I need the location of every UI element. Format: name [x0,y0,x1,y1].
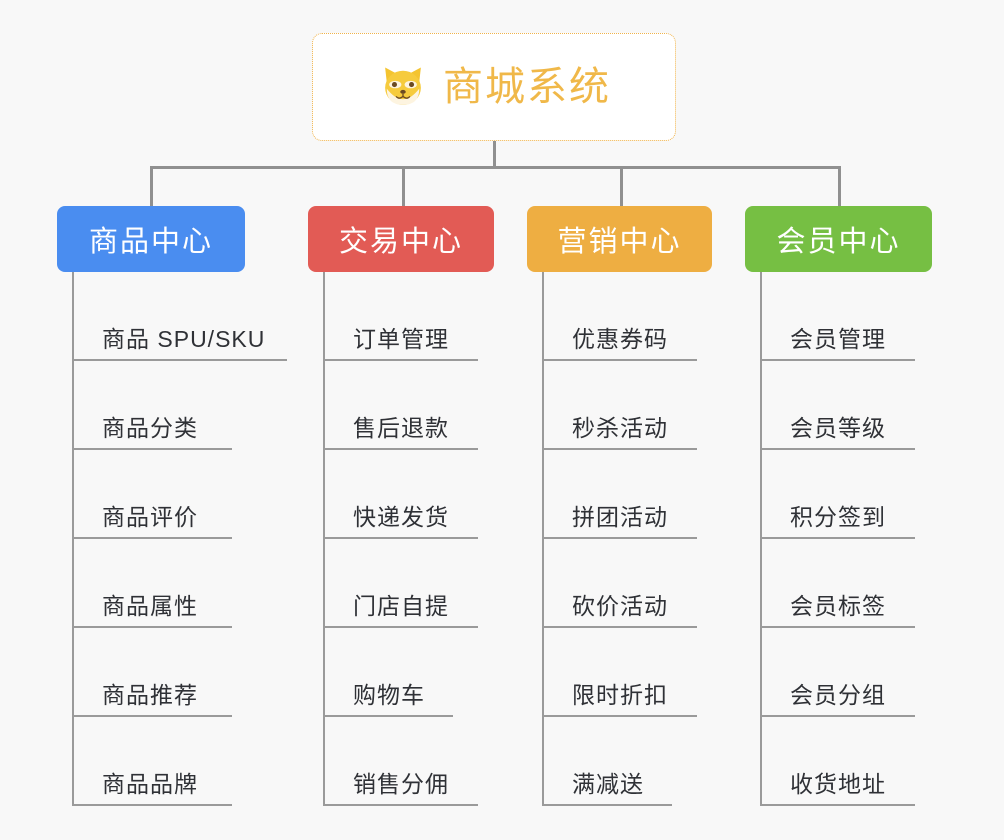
leaf-item-label: 会员标签 [790,593,886,619]
leaf-item[interactable]: 会员分组 [760,628,932,717]
leaf-item[interactable]: 订单管理 [323,272,494,361]
leaf-underline [542,448,697,450]
leaf-list: 会员管理会员等级积分签到会员标签会员分组收货地址 [760,272,932,806]
leaf-item-label: 商品品牌 [102,771,198,797]
leaf-underline [72,715,232,717]
leaf-item[interactable]: 商品评价 [72,450,245,539]
leaf-item-label: 会员等级 [790,415,886,441]
leaf-underline [323,448,478,450]
leaf-underline [72,804,232,806]
leaf-underline [323,359,478,361]
leaf-underline [760,448,915,450]
connector-root-stem [493,141,496,168]
leaf-underline [760,537,915,539]
leaf-underline [323,715,453,717]
leaf-item-label: 商品评价 [102,504,198,530]
connector-drop-3 [620,166,623,206]
leaf-item-label: 商品 SPU/SKU [102,326,266,352]
leaf-list: 商品 SPU/SKU 商品分类商品评价商品属性商品推荐商品品牌 [72,272,287,806]
leaf-item[interactable]: 购物车 [323,628,494,717]
root-title: 商城系统 [443,65,611,109]
branch-column: 商品中心商品 SPU/SKU 商品分类商品评价商品属性商品推荐商品品牌 [57,206,287,806]
leaf-item-label: 会员管理 [790,326,886,352]
leaf-underline [542,359,697,361]
leaf-item-label: 快递发货 [353,504,449,530]
leaf-item[interactable]: 快递发货 [323,450,494,539]
leaf-item[interactable]: 商品属性 [72,539,245,628]
leaf-underline [760,626,915,628]
leaf-item[interactable]: 商品分类 [72,361,245,450]
leaf-trunk-line [760,272,762,806]
leaf-underline [760,715,915,717]
branch-column: 会员中心会员管理会员等级积分签到会员标签会员分组收货地址 [745,206,932,806]
leaf-underline [323,537,478,539]
leaf-list: 优惠券码秒杀活动拼团活动砍价活动限时折扣满减送 [542,272,712,806]
leaf-item[interactable]: 售后退款 [323,361,494,450]
leaf-item[interactable]: 门店自提 [323,539,494,628]
leaf-item-label: 购物车 [353,682,425,708]
leaf-item-label: 商品分类 [102,415,198,441]
leaf-item[interactable]: 限时折扣 [542,628,712,717]
branch-header-1[interactable]: 商品中心 [57,206,245,272]
leaf-item[interactable]: 商品品牌 [72,717,245,806]
branch-column: 交易中心订单管理售后退款快递发货门店自提购物车销售分佣 [308,206,494,806]
leaf-item[interactable]: 拼团活动 [542,450,712,539]
branch-header-2[interactable]: 交易中心 [308,206,494,272]
connector-drop-2 [402,166,405,206]
leaf-underline [72,359,287,361]
leaf-item[interactable]: 会员管理 [760,272,932,361]
leaf-underline [72,537,232,539]
shiba-dog-face-icon [385,67,421,107]
leaf-item-label: 秒杀活动 [572,415,668,441]
leaf-item[interactable]: 秒杀活动 [542,361,712,450]
leaf-item-label: 商品推荐 [102,682,198,708]
leaf-list: 订单管理售后退款快递发货门店自提购物车销售分佣 [323,272,494,806]
leaf-underline [542,804,672,806]
root-node[interactable]: 商城系统 [312,33,676,141]
leaf-item[interactable]: 销售分佣 [323,717,494,806]
leaf-item-label: 订单管理 [353,326,449,352]
leaf-underline [542,626,697,628]
leaf-underline [323,804,478,806]
leaf-item-label: 限时折扣 [572,682,668,708]
leaf-item[interactable]: 满减送 [542,717,712,806]
leaf-underline [542,715,697,717]
leaf-item-label: 砍价活动 [572,593,668,619]
leaf-item-label: 销售分佣 [353,771,449,797]
leaf-underline [760,804,915,806]
leaf-item-label: 满减送 [572,771,644,797]
leaf-item-label: 售后退款 [353,415,449,441]
leaf-underline [323,626,478,628]
leaf-trunk-line [542,272,544,806]
leaf-underline [72,626,232,628]
leaf-item[interactable]: 商品 SPU/SKU [72,272,287,361]
branch-header-3[interactable]: 营销中心 [527,206,712,272]
leaf-item-label: 优惠券码 [572,326,668,352]
leaf-item-label: 商品属性 [102,593,198,619]
leaf-item-label: 门店自提 [353,593,449,619]
leaf-item[interactable]: 砍价活动 [542,539,712,628]
connector-drop-4 [838,166,841,206]
leaf-underline [72,448,232,450]
leaf-item-label: 拼团活动 [572,504,668,530]
connector-drop-1 [150,166,153,206]
leaf-item-label: 积分签到 [790,504,886,530]
leaf-underline [760,359,915,361]
branch-column: 营销中心优惠券码秒杀活动拼团活动砍价活动限时折扣满减送 [527,206,712,806]
leaf-item-label: 会员分组 [790,682,886,708]
leaf-item[interactable]: 积分签到 [760,450,932,539]
leaf-underline [542,537,697,539]
leaf-trunk-line [72,272,74,806]
leaf-item[interactable]: 会员等级 [760,361,932,450]
leaf-item[interactable]: 商品推荐 [72,628,245,717]
leaf-item-label: 收货地址 [790,771,886,797]
leaf-trunk-line [323,272,325,806]
leaf-item[interactable]: 收货地址 [760,717,932,806]
connector-horizontal-bus [150,166,840,169]
branch-header-4[interactable]: 会员中心 [745,206,932,272]
leaf-item[interactable]: 会员标签 [760,539,932,628]
leaf-item[interactable]: 优惠券码 [542,272,712,361]
